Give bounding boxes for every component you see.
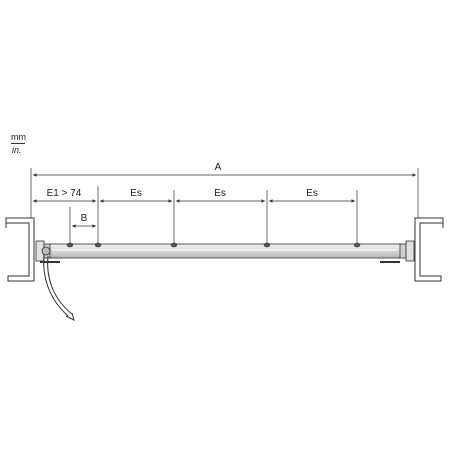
hole-marker [170, 242, 178, 248]
hole-marker [94, 242, 102, 248]
rail-holes [66, 242, 361, 248]
unit-imperial: in. [12, 145, 22, 155]
label-a: A [215, 162, 222, 173]
extension-lines [30, 168, 419, 243]
right-frame-profile [414, 217, 444, 282]
label-e1: E1 > 74 [47, 188, 82, 199]
unit-metric: mm [11, 132, 26, 142]
left-frame-profile [5, 217, 35, 282]
hole-marker [66, 242, 74, 248]
hole-marker [353, 242, 361, 248]
label-es-2: Es [214, 188, 226, 199]
cable-connector [41, 246, 51, 256]
label-es-1: Es [130, 188, 142, 199]
cable-end [65, 312, 75, 321]
label-b: B [81, 213, 88, 224]
unit-divider [11, 143, 25, 144]
rail-bar [49, 243, 401, 259]
label-es-3: Es [306, 188, 318, 199]
right-end-bracket [405, 240, 415, 262]
cable-inner [47, 255, 73, 315]
cable [43, 254, 69, 317]
hole-marker [263, 242, 271, 248]
